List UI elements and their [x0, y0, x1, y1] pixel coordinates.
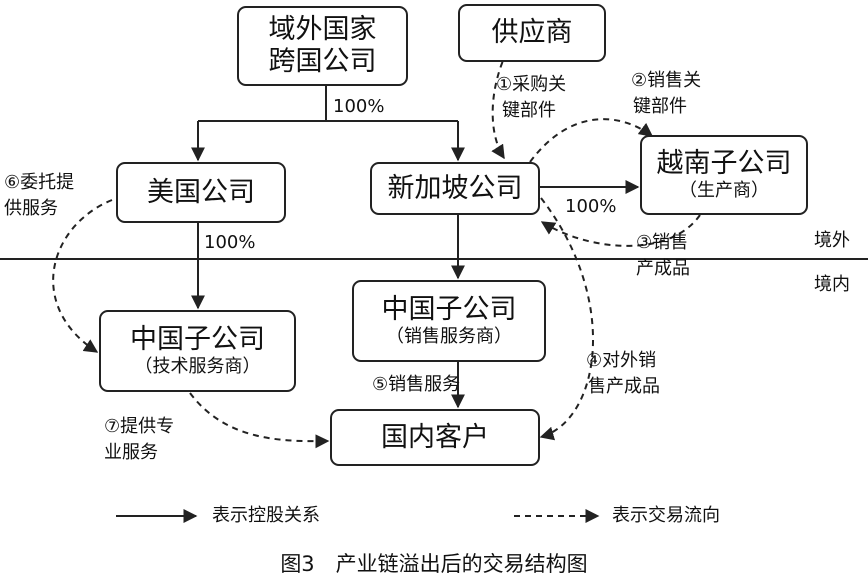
node-supplier: 供应商: [458, 4, 606, 62]
vn-label: 越南子公司: [656, 148, 792, 179]
node-parent-company: 域外国家 跨国公司: [237, 6, 408, 86]
node-us-company: 美国公司: [116, 162, 286, 223]
flow-1-label: ①采购关 键部件: [496, 74, 567, 121]
flow-4-label: ④对外销 售产成品: [586, 350, 660, 397]
ownership-lines: [191, 86, 640, 409]
node-cn-sales-subsidiary: 中国子公司 （销售服务商）: [352, 280, 546, 362]
parent-line2: 跨国公司: [268, 46, 377, 77]
legend-solid-label: 表示控股关系: [212, 505, 320, 526]
node-sg-company: 新加坡公司: [370, 162, 540, 215]
flow-2-label: ②销售关 键部件: [631, 70, 702, 117]
zone-outside-label: 境外: [814, 230, 850, 251]
parent-line1: 域外国家: [268, 14, 377, 45]
node-cn-tech-subsidiary: 中国子公司 （技术服务商）: [99, 310, 296, 392]
customer-label: 国内客户: [381, 421, 489, 453]
flow-4-path: [539, 197, 594, 441]
cn-tech-label: 中国子公司: [130, 324, 265, 355]
us-label: 美国公司: [147, 176, 255, 208]
flow-2-path: [529, 118, 654, 163]
flow-7-path: [189, 392, 330, 449]
cn-sales-sub: （销售服务商）: [386, 326, 512, 347]
figure-caption: 图3 产业链溢出后的交易结构图: [280, 552, 588, 576]
pct-sg-vn: 100%: [565, 196, 617, 217]
cn-tech-sub: （技术服务商）: [134, 356, 261, 377]
supplier-label: 供应商: [491, 17, 573, 48]
zone-inside-label: 境内: [814, 274, 850, 295]
vn-sub: （生产商）: [679, 180, 769, 201]
flow-6-path: [52, 199, 113, 353]
node-domestic-customer: 国内客户: [330, 409, 540, 466]
legend-dashed-label: 表示交易流向: [612, 505, 720, 526]
pct-us-cn: 100%: [204, 232, 256, 253]
node-vn-subsidiary: 越南子公司 （生产商）: [640, 135, 808, 215]
pct-parent-children: 100%: [333, 96, 385, 117]
flow-5-label: ⑤销售服务: [372, 374, 461, 395]
cn-sales-label: 中国子公司: [381, 294, 517, 325]
sg-label: 新加坡公司: [387, 172, 523, 204]
flow-6-label: ⑥委托提 供服务: [4, 172, 75, 219]
flow-3-path: [540, 214, 701, 247]
flow-3-label: ③销售 产成品: [636, 232, 690, 279]
flow-7-label: ⑦提供专 业服务: [104, 416, 175, 463]
